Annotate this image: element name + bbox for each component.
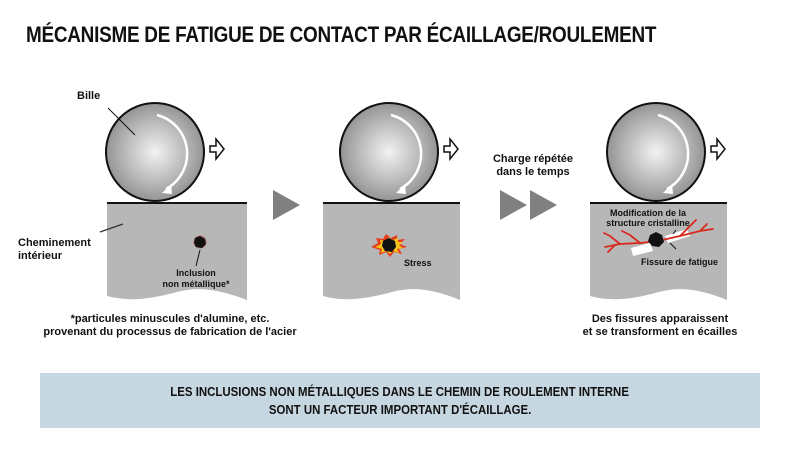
raceway-label: Cheminement intérieur <box>18 237 91 263</box>
inclusion-leader-line <box>195 249 201 267</box>
repeated-load-label-line2: dans le temps <box>496 166 570 178</box>
ball-leader-line <box>107 107 136 136</box>
stage-3-diagram <box>590 102 727 300</box>
ball <box>339 102 439 202</box>
inclusion-particle <box>193 235 207 249</box>
repeated-load-label-line1: Charge répétée <box>492 153 574 165</box>
page-title: MÉCANISME DE FATIGUE DE CONTACT PAR ÉCAI… <box>26 22 657 47</box>
crystal-leader-line <box>672 229 677 235</box>
repeated-load-label: Charge répétée dans le temps <box>478 153 588 179</box>
conclusion-line2: SONT UN FACTEUR IMPORTANT D'ÉCAILLAGE. <box>268 401 532 417</box>
ball <box>606 102 706 202</box>
stress-label: Stress <box>404 258 432 268</box>
stage-2-diagram <box>323 102 460 300</box>
inclusion-label: Inclusion non métallique* <box>146 268 246 290</box>
hollow-right-arrow-icon <box>209 136 225 162</box>
ball <box>105 102 205 202</box>
double-triangle-right-icon <box>500 190 557 220</box>
stage-1-caption-line1: *particules minuscules d'alumine, etc. <box>70 313 270 325</box>
inclusion-label-line2: non métallique* <box>162 279 230 289</box>
conclusion-line1: LES INCLUSIONS NON MÉTALLIQUES DANS LE C… <box>170 383 630 399</box>
stage-1-caption-line2: provenant du processus de fabrication de… <box>43 326 297 338</box>
rotation-arrow-icon <box>657 113 690 194</box>
stage-1-diagram <box>99 102 247 300</box>
raceway-block <box>107 203 247 300</box>
inclusion-particle <box>648 232 664 247</box>
crystal-structure-label-line2: structure cristalline <box>606 218 690 228</box>
ball-label: Bille <box>77 90 101 102</box>
raceway-block <box>590 203 727 300</box>
raceway-label-line1: Cheminement <box>18 237 91 249</box>
triangle-right-icon <box>273 190 300 220</box>
crystal-structure-label-line1: Modification de la <box>609 208 686 218</box>
rotation-arrow-icon <box>156 113 189 194</box>
conclusion-banner: LES INCLUSIONS NON MÉTALLIQUES DANS LE C… <box>40 373 760 428</box>
raceway-label-line2: intérieur <box>18 250 63 262</box>
stage-1-caption: *particules minuscules d'alumine, etc. p… <box>20 313 320 339</box>
raceway-leader-line <box>99 223 124 233</box>
hollow-right-arrow-icon <box>710 136 726 162</box>
rotation-arrow-icon <box>390 113 423 194</box>
crystal-structure-label: Modification de la structure cristalline <box>598 208 698 228</box>
inclusion-label-line1: Inclusion <box>176 268 216 278</box>
fatigue-crack-label: Fissure de fatigue <box>641 257 719 267</box>
stage-3-caption: Des fissures apparaissent et se transfor… <box>560 313 760 339</box>
stage-3-caption-line2: et se transforment en écailles <box>582 326 738 338</box>
stage-3-caption-line1: Des fissures apparaissent <box>591 313 729 325</box>
stress-burst-icon <box>371 234 407 257</box>
hollow-right-arrow-icon <box>443 136 459 162</box>
crack-leader-line <box>669 242 677 250</box>
